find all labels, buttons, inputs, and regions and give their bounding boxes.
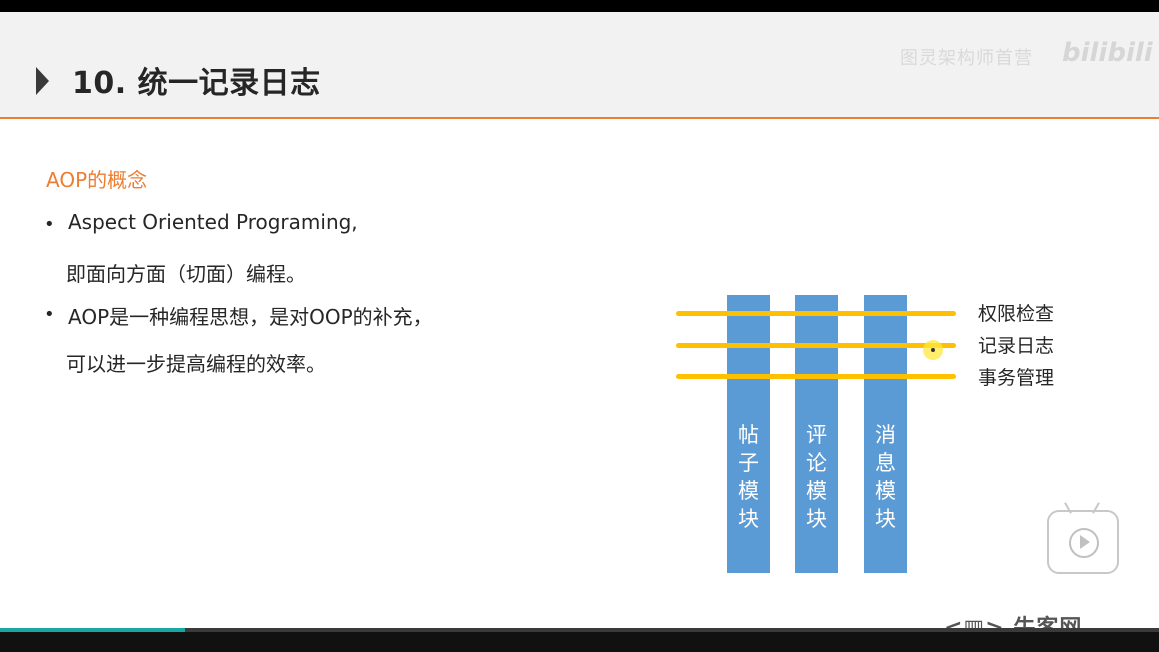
title-arrow-icon: [36, 67, 49, 95]
module-label: 帖子模块: [738, 423, 759, 531]
aop-diagram: 帖子模块 评论模块 消息模块 权限检查 记录日志 事务管理: [0, 12, 1159, 632]
bullet-2-line-1: AOP是一种编程思想，是对OOP的补充，: [68, 305, 433, 329]
play-triangle-icon: [1080, 535, 1090, 549]
bullet-1-line-1: Aspect Oriented Programing,: [68, 210, 358, 234]
section-heading: AOP的概念: [46, 168, 148, 192]
concern-label-transaction: 事务管理: [978, 367, 1055, 389]
watermark: 图灵架构师首营: [900, 48, 1033, 69]
module-column-message: 消息模块: [864, 295, 907, 573]
bullet-dot: •: [44, 214, 55, 235]
play-button[interactable]: [1047, 502, 1119, 574]
module-label: 评论模块: [806, 423, 827, 531]
module-label: 消息模块: [875, 423, 896, 531]
concern-line-logging: [676, 343, 956, 348]
cursor-highlight: [923, 340, 943, 360]
concern-line-transaction: [676, 374, 956, 379]
bullet-1-line-2: 即面向方面（切面）编程。: [66, 262, 306, 286]
module-column-post: 帖子模块: [727, 295, 770, 573]
bilibili-logo: bilibili: [1062, 38, 1153, 68]
concern-line-permission: [676, 311, 956, 316]
slide: 10. 统一记录日志 图灵架构师首营 bilibili AOP的概念 • Asp…: [0, 12, 1159, 632]
player-bottom-bar: [0, 632, 1159, 652]
title-divider: [0, 117, 1159, 119]
concern-label-logging: 记录日志: [978, 335, 1055, 357]
title-bar: [0, 12, 1159, 117]
play-icon: [1069, 528, 1099, 558]
bullet-2-line-2: 可以进一步提高编程的效率。: [66, 352, 326, 376]
video-progress-fill: [0, 628, 186, 632]
slide-title: 10. 统一记录日志: [72, 66, 321, 101]
video-progress-track[interactable]: [0, 628, 1159, 632]
concern-label-permission: 权限检查: [978, 303, 1055, 325]
bullet-dot: •: [44, 304, 55, 325]
module-column-comment: 评论模块: [795, 295, 838, 573]
